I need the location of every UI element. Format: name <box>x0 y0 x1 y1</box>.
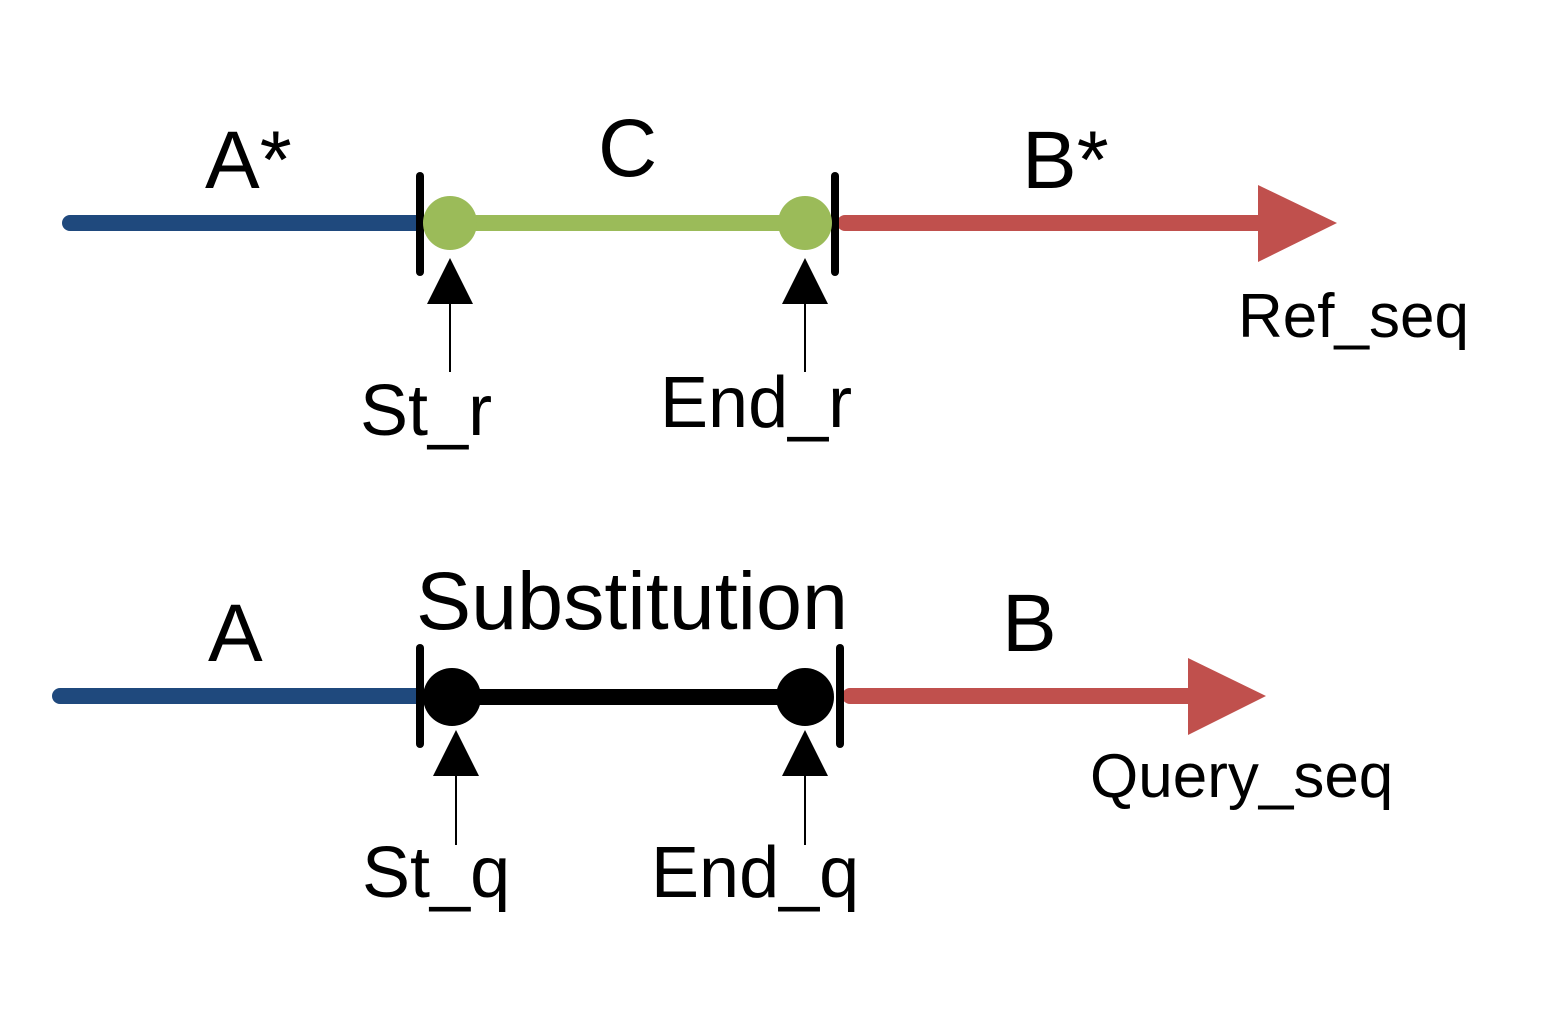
query-end-marker-label: End_q <box>651 833 859 913</box>
ref-start-marker-label: St_r <box>360 371 492 451</box>
ref-end-pointer <box>782 258 828 372</box>
query-right-segment-label: B <box>1002 578 1057 669</box>
query-end-dot <box>776 668 834 726</box>
query-start-pointer <box>433 730 479 845</box>
ref-end-dot <box>778 196 832 250</box>
query-start-marker-label: St_q <box>362 833 510 913</box>
query-left-segment-label: A <box>208 588 263 679</box>
ref-left-segment-label: A* <box>205 115 292 206</box>
ref-middle-segment-label: C <box>598 103 657 194</box>
ref-right-segment-label: B* <box>1022 115 1109 206</box>
query-middle-segment-label: Substitution <box>416 556 848 647</box>
ref-end-marker-label: End_r <box>660 363 852 443</box>
reference-sequence: A* C B* Ref_seq St_r End_r <box>62 103 1469 451</box>
query-end-pointer <box>782 730 828 845</box>
ref-arrowhead <box>1258 185 1337 262</box>
query-arrowhead <box>1188 658 1266 735</box>
ref-start-pointer <box>427 258 473 372</box>
query-start-dot <box>423 668 481 726</box>
query-sequence: A Substitution B Query_seq St_q End_q <box>52 556 1393 913</box>
ref-sequence-label: Ref_seq <box>1238 282 1469 351</box>
ref-start-dot <box>423 196 477 250</box>
query-sequence-label: Query_seq <box>1090 742 1393 811</box>
